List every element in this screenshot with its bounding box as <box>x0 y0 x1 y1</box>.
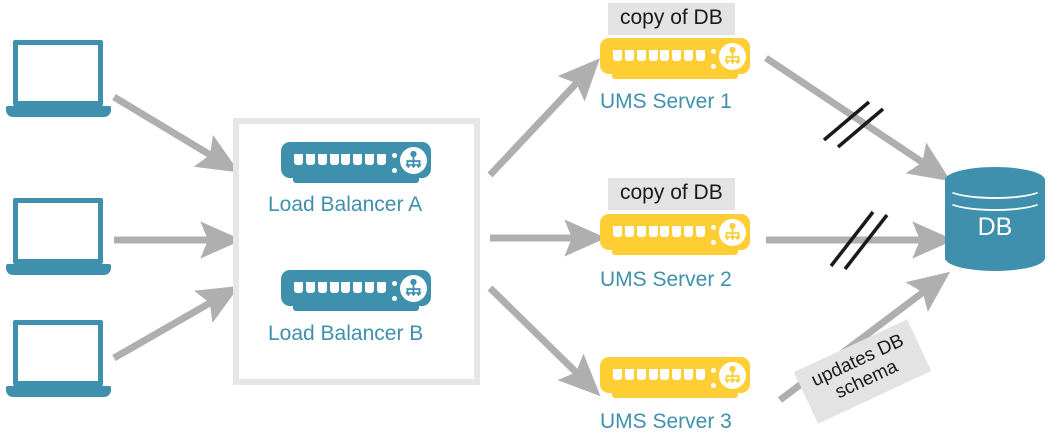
load-balancer-b-icon <box>281 270 431 314</box>
device-status-dots <box>392 153 398 173</box>
laptop-base-icon <box>6 386 111 397</box>
network-node-icon <box>400 147 427 174</box>
device-ports <box>294 154 386 165</box>
ums-server-3-icon <box>600 357 750 401</box>
database-label: DB <box>977 213 1013 241</box>
device-status-dots <box>711 49 717 69</box>
network-node-icon <box>719 43 746 70</box>
device-status-dots <box>711 225 717 245</box>
edge-lb-to-ums1 <box>487 58 600 178</box>
client-laptop-3 <box>6 320 124 410</box>
ums-server-2-label: UMS Server 2 <box>600 268 732 291</box>
cylinder-bottom <box>945 245 1045 271</box>
updates-db-schema-annotation: updates DB schema <box>793 319 932 424</box>
network-node-icon <box>400 275 427 302</box>
device-ports <box>613 226 705 237</box>
device-status-dots <box>392 281 398 301</box>
network-node-icon <box>719 219 746 246</box>
device-status-dots <box>711 368 717 388</box>
edge-ums1-to-db <box>764 55 951 182</box>
load-balancer-b-label: Load Balancer B <box>268 322 424 345</box>
edge-client3-to-lb <box>112 285 240 362</box>
edge-client1-to-lb <box>112 94 240 173</box>
device-foot <box>293 303 419 311</box>
cylinder-ring <box>946 189 1044 211</box>
edge-lb-to-ums3 <box>487 285 601 397</box>
ums-server-1-label: UMS Server 1 <box>600 90 732 113</box>
connection-break-icon-1 <box>822 100 885 149</box>
laptop-screen-icon <box>13 40 103 106</box>
ums-server-2-icon <box>600 214 750 258</box>
device-foot <box>612 390 738 398</box>
device-foot <box>612 247 738 255</box>
device-ports <box>613 50 705 61</box>
device-foot <box>612 71 738 79</box>
ums-server-2-badge: copy of DB <box>608 178 735 210</box>
laptop-base-icon <box>6 264 111 275</box>
laptop-screen-icon <box>13 320 103 386</box>
device-foot <box>293 175 419 183</box>
laptop-base-icon <box>6 106 111 117</box>
device-ports <box>294 282 386 293</box>
network-node-icon <box>719 362 746 389</box>
client-laptop-2 <box>6 198 124 288</box>
load-balancer-group-frame <box>233 118 480 385</box>
load-balancer-a-label: Load Balancer A <box>268 193 423 216</box>
load-balancer-a-icon <box>281 142 431 186</box>
laptop-screen-icon <box>13 198 103 264</box>
client-laptop-1 <box>6 40 124 130</box>
ums-server-3-label: UMS Server 3 <box>600 410 732 433</box>
connection-break-icon-2 <box>829 210 889 271</box>
ums-server-1-badge: copy of DB <box>608 3 735 35</box>
database-icon: DB <box>945 167 1045 271</box>
ums-server-1-icon <box>600 38 750 82</box>
device-ports <box>613 369 705 380</box>
